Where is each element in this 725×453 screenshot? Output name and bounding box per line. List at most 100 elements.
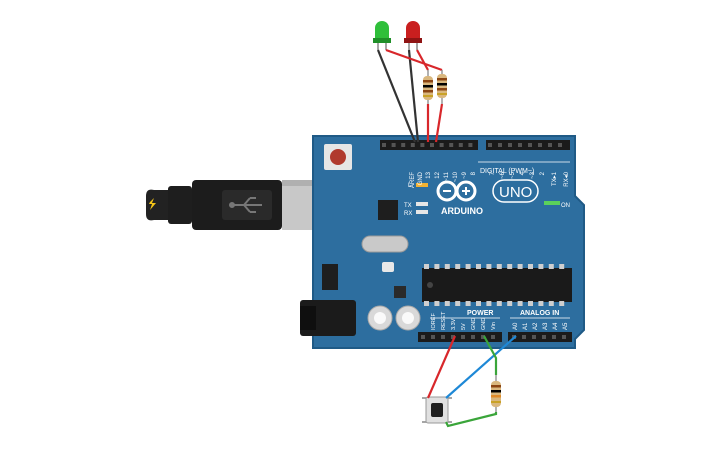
wire-red-red-led[interactable] [416, 49, 429, 71]
led-green[interactable] [373, 21, 391, 50]
header-socket[interactable] [532, 335, 536, 339]
header-socket[interactable] [562, 335, 566, 339]
atmega328-chip [422, 268, 572, 302]
header-socket[interactable] [491, 335, 495, 339]
header-socket[interactable] [518, 143, 522, 147]
l-label: L [408, 183, 412, 189]
wire-red-5v[interactable] [426, 335, 457, 399]
wires-button[interactable] [426, 335, 517, 428]
crystal-oscillator [361, 235, 409, 253]
header-socket[interactable] [468, 143, 473, 147]
header-socket[interactable] [441, 335, 445, 339]
header-socket[interactable] [420, 143, 425, 147]
wire-black-green-gnd[interactable] [376, 49, 417, 143]
header-socket[interactable] [391, 143, 396, 147]
wire-red-green-led[interactable] [385, 48, 443, 72]
resistor[interactable] [423, 70, 433, 104]
wire-black-red-gnd[interactable] [407, 49, 420, 143]
resistor[interactable] [491, 375, 501, 412]
header-socket[interactable] [410, 143, 415, 147]
power-pin-label: Vin [491, 322, 497, 330]
header-socket[interactable] [522, 335, 526, 339]
chip-pin [486, 264, 492, 269]
analog-socket-strip[interactable] [508, 332, 572, 342]
wire-blue-a0[interactable] [445, 335, 517, 399]
resistor[interactable] [437, 70, 447, 104]
header-socket[interactable] [431, 335, 435, 339]
chip-pin [455, 264, 461, 269]
rx-label: RX [404, 211, 412, 217]
power-jack[interactable] [300, 300, 356, 336]
digital-pin-label: TX▸1 [552, 171, 558, 186]
voltage-regulator [322, 264, 338, 290]
header-socket[interactable] [382, 143, 386, 147]
power-header[interactable] [418, 332, 502, 342]
power-pin-label: RESET [441, 311, 447, 330]
power-pin-label: 3.3V [451, 318, 457, 330]
header-socket[interactable] [449, 143, 454, 147]
pushbutton[interactable] [422, 396, 452, 424]
header-socket[interactable] [552, 335, 556, 339]
wire-green-button[interactable] [445, 412, 498, 428]
power-pin-label: GND [481, 318, 487, 330]
capacitor [395, 305, 421, 331]
analog-pin-label: A1 [523, 322, 529, 330]
header-socket[interactable] [488, 143, 492, 147]
arduino-logo [436, 180, 477, 202]
diode [394, 286, 406, 298]
header-socket[interactable] [508, 143, 512, 147]
power-socket-strip[interactable] [418, 332, 502, 342]
chip-pin [559, 264, 565, 269]
analog-pin-label: A0 [513, 322, 519, 330]
digital-socket-strip[interactable] [380, 140, 478, 150]
chip-pins-top [424, 264, 565, 269]
rx-led [416, 210, 428, 214]
analog-pin-label: A3 [543, 322, 549, 330]
digital-pin-label: ~10 [453, 171, 459, 182]
wire-green-gnd[interactable] [483, 335, 498, 375]
header-socket[interactable] [439, 143, 444, 147]
chip-pin [538, 301, 544, 306]
uno-badge: UNO [492, 179, 539, 203]
power-pin-label: IOREF [431, 313, 437, 330]
model-label: UNO [499, 184, 532, 201]
header-socket[interactable] [451, 335, 455, 339]
header-socket[interactable] [401, 143, 406, 147]
fuse [382, 262, 394, 272]
chip-pin [486, 301, 492, 306]
analog-header[interactable] [508, 332, 572, 342]
reset-button[interactable] [324, 144, 352, 170]
chip-pin [496, 264, 502, 269]
header-socket[interactable] [430, 143, 434, 147]
chip-pin [517, 301, 523, 306]
header-socket[interactable] [458, 143, 463, 147]
usb-strain-relief [168, 186, 192, 224]
header-socket[interactable] [461, 335, 465, 339]
digital-pin-label: 4 [520, 171, 526, 175]
header-socket[interactable] [481, 335, 485, 339]
digital-pin-label: ~6 [500, 171, 506, 179]
header-socket[interactable] [548, 143, 552, 147]
wire-red-pin12[interactable] [434, 103, 444, 143]
header-socket[interactable] [558, 143, 562, 147]
digital-pin-label: AREF [410, 172, 416, 188]
header-socket[interactable] [498, 143, 502, 147]
digital-pin-label: ~11 [444, 171, 450, 181]
chip-pin [548, 264, 554, 269]
header-socket[interactable] [471, 335, 475, 339]
header-socket[interactable] [542, 335, 546, 339]
digital-pin-label: 2 [540, 171, 546, 175]
led-red[interactable] [404, 21, 422, 50]
header-socket[interactable] [421, 335, 425, 339]
header-socket[interactable] [538, 143, 542, 147]
usb-controller-chip [378, 200, 398, 220]
digital-pin-label: 13 [426, 171, 432, 178]
header-socket[interactable] [528, 143, 532, 147]
analog-pin-label: A4 [553, 322, 559, 330]
wires-led[interactable] [376, 48, 444, 143]
digital-header[interactable] [380, 140, 570, 150]
